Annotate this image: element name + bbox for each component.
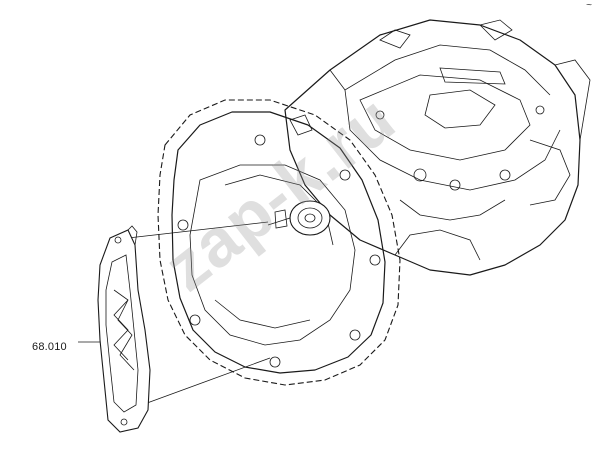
cover-plate — [97, 225, 151, 433]
corner-mark: ~ — [586, 0, 592, 11]
part-number-label: 68.010 — [32, 341, 67, 353]
bell-housing — [157, 99, 401, 386]
input-shaft — [267, 200, 331, 236]
gearbox-body — [284, 19, 591, 276]
